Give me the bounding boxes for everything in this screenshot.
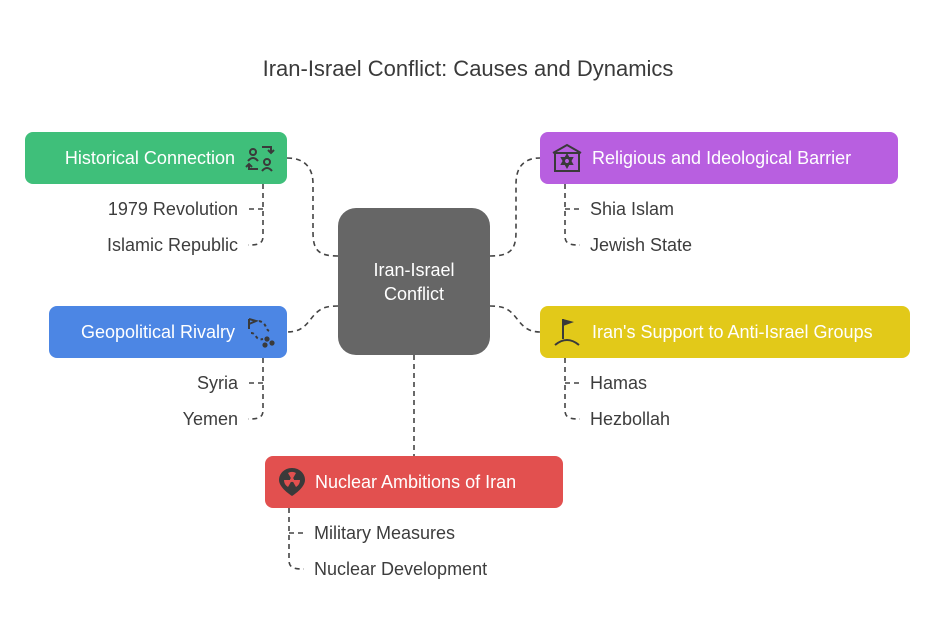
item-islamic-republic: Islamic Republic	[106, 235, 238, 255]
item-military-measures: Military Measures	[314, 523, 456, 543]
strategy-map-icon	[248, 318, 275, 348]
node-nuclear-label: Nuclear Ambitions of Iran	[315, 471, 517, 492]
node-nuclear-ambitions: Nuclear Ambitions of Iran	[265, 456, 563, 508]
node-geopolitical-rivalry: Geopolitical Rivalry	[49, 306, 287, 358]
synagogue-icon	[552, 143, 582, 172]
connector-religious	[489, 157, 541, 257]
diagram-title: Iran-Israel Conflict: Causes and Dynamic…	[262, 56, 674, 81]
item-jewish-state: Jewish State	[590, 235, 693, 255]
node-geopolitical-label: Geopolitical Rivalry	[80, 321, 235, 342]
flag-icon	[554, 319, 580, 346]
node-religious-label: Religious and Ideological Barrier	[592, 147, 852, 168]
center-node-label: Iran-Israel Conflict	[373, 259, 455, 304]
item-1979-revolution: 1979 Revolution	[107, 199, 238, 219]
node-religious-ideological-barrier: Religious and Ideological Barrier	[540, 132, 898, 184]
connector-support	[489, 305, 541, 333]
center-node: Iran-Israel Conflict	[338, 208, 490, 355]
item-syria: Syria	[196, 373, 238, 393]
item-yemen: Yemen	[182, 409, 238, 429]
connector-geopolitical	[286, 305, 339, 333]
connector-religious-items	[564, 184, 581, 246]
item-nuclear-development: Nuclear Development	[314, 559, 488, 579]
node-historical-label: Historical Connection	[64, 147, 235, 168]
connector-historical-items	[247, 184, 264, 246]
node-support-label: Iran's Support to Anti-Israel Groups	[592, 321, 873, 342]
item-shia-islam: Shia Islam	[590, 199, 675, 219]
connector-support-items	[564, 358, 581, 420]
item-hamas: Hamas	[590, 373, 648, 393]
connector-geopolitical-items	[247, 358, 264, 420]
item-hezbollah: Hezbollah	[590, 409, 671, 429]
node-historical-connection: Historical Connection	[25, 132, 287, 184]
people-exchange-icon	[245, 146, 275, 172]
connector-historical	[286, 157, 339, 257]
connector-nuclear-items	[288, 508, 305, 570]
node-iran-support-anti-israel-groups: Iran's Support to Anti-Israel Groups	[540, 306, 910, 358]
radiation-icon	[279, 468, 305, 496]
